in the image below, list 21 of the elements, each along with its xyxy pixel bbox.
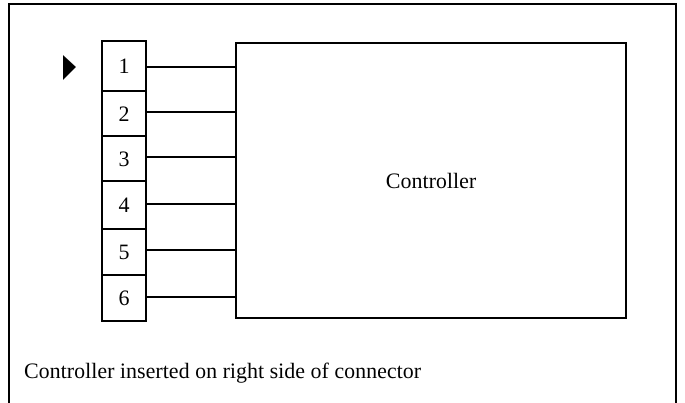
node-label: 4: [118, 194, 130, 216]
node-label: 3: [118, 148, 130, 170]
wire: [147, 249, 235, 251]
pin-cell: [101, 180, 147, 230]
wire: [147, 111, 235, 113]
pin-cell: [101, 40, 147, 92]
caption: Controller inserted on right side of connector: [24, 358, 422, 384]
node-label: Controller: [386, 170, 476, 192]
wire: [147, 296, 235, 298]
pin-cell: [101, 90, 147, 137]
pin-cell: [101, 274, 147, 322]
wire: [147, 203, 235, 205]
node-label: 5: [118, 241, 130, 263]
node-label: 6: [118, 287, 130, 309]
node-label: 2: [118, 102, 130, 124]
controller-box: [235, 42, 627, 319]
pin-cell: [101, 228, 147, 276]
wire: [147, 156, 235, 158]
wire: [147, 66, 235, 68]
node-label: 1: [118, 55, 130, 77]
pin-cell: [101, 135, 147, 182]
